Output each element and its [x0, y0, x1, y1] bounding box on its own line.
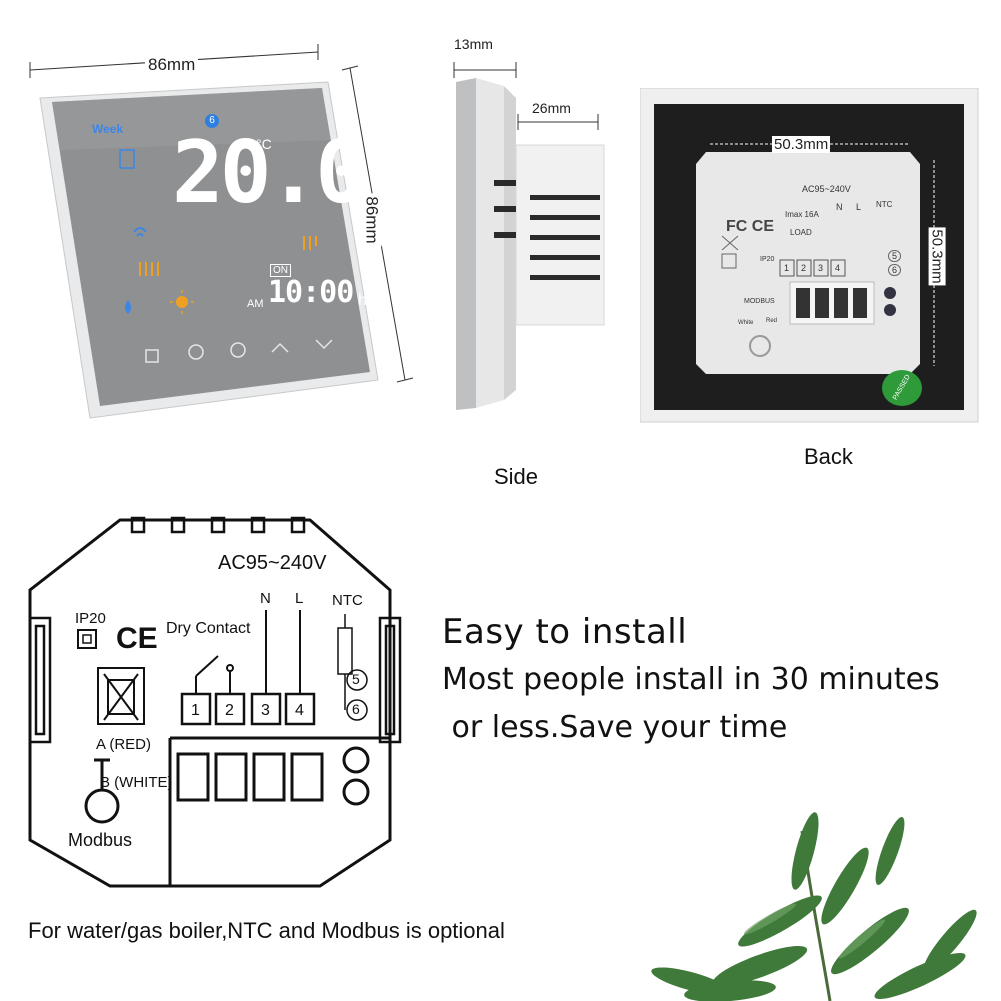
- back-terminal-3: 3: [818, 263, 824, 273]
- wiring-ip-label: IP20: [75, 610, 106, 627]
- back-plate: [639, 87, 979, 423]
- promo-headline: Easy to install: [442, 612, 688, 652]
- wiring-power-label: AC95~240V: [218, 552, 327, 574]
- back-n-label: N: [836, 202, 843, 212]
- dry-contact-label: Dry Contact: [166, 620, 251, 637]
- back-terminal-4: 4: [835, 263, 841, 273]
- back-modbus-red: Red: [766, 318, 778, 324]
- temperature-unit: °C: [256, 136, 272, 152]
- back-load-label: LOAD: [790, 228, 812, 237]
- back-terminal-2: 2: [801, 263, 807, 273]
- optional-note: For water/gas boiler,NTC and Modbus is o…: [28, 918, 505, 943]
- back-terminal-1: 1: [784, 263, 790, 273]
- front-width-label: 86mm: [145, 55, 199, 75]
- back-power-label: AC95~240V: [802, 184, 851, 194]
- ampm-label: AM: [247, 298, 264, 310]
- back-ntc-label: NTC: [876, 200, 893, 209]
- front-view: 86mm 86mm Week 6 20.0 °C ON AM 10:00 h: [0, 0, 420, 440]
- wiring-ntc-terminal-6: 6: [352, 701, 360, 717]
- back-width-label: 50.3mm: [772, 136, 831, 153]
- wiring-ntc-terminal-5: 5: [352, 671, 360, 687]
- wiring-a-label: A (RED): [96, 736, 152, 753]
- back-ntc-terminal-5: 5: [888, 250, 901, 262]
- period-badge: 6: [205, 114, 219, 128]
- wiring-diagram: AC95~240V N L NTC IP20 CE Dry Contact 1 …: [20, 510, 420, 900]
- back-l-label: L: [856, 202, 862, 212]
- wiring-ce-label: CE: [116, 622, 158, 655]
- fc-ce-marks: FC CE: [726, 218, 774, 235]
- side-view: 13mm 26mm Side: [430, 20, 630, 489]
- side-profile: [453, 62, 605, 410]
- wiring-terminal-3: 3: [261, 702, 270, 719]
- temperature-readout: 20.0: [172, 123, 367, 223]
- clock-readout: 10:00: [268, 275, 354, 310]
- promo-line-1: Most people install in 30 minutes: [442, 662, 940, 697]
- clock-unit: h: [358, 292, 367, 309]
- side-depth-back-label: 26mm: [532, 100, 571, 116]
- back-modbus-label: MODBUS: [744, 298, 775, 305]
- on-tag: ON: [270, 264, 291, 277]
- back-ntc-terminal-6: 6: [888, 264, 901, 276]
- wiring-b-label: B (WHITE): [100, 774, 173, 791]
- period-number: 6: [209, 115, 215, 126]
- back-imax-label: Imax 16A: [785, 210, 819, 219]
- side-depth-total-label: 13mm: [454, 36, 493, 52]
- side-caption: Side: [494, 464, 539, 489]
- back-modbus-white: White: [738, 320, 754, 326]
- wiring-outline: [28, 516, 402, 888]
- back-ip-label: IP20: [760, 256, 775, 263]
- wiring-terminal-4: 4: [295, 702, 304, 719]
- front-dimension-lines: [29, 44, 414, 419]
- plant-leaves-image: [651, 812, 977, 1001]
- wiring-terminal-2: 2: [225, 702, 234, 719]
- back-view: 50.3mm 50.3mm AC95~240V Imax 16A LOAD N …: [639, 87, 980, 488]
- front-height-label: 86mm: [361, 193, 382, 247]
- back-height-label: 50.3mm: [928, 227, 946, 286]
- wiring-l-label: L: [295, 590, 304, 607]
- mode-label: Week: [92, 122, 124, 136]
- promo-line-2: or less.Save your time: [442, 710, 788, 745]
- wiring-modbus-label: Modbus: [68, 830, 133, 850]
- wiring-ntc-label: NTC: [332, 592, 363, 609]
- back-caption: Back: [804, 444, 853, 469]
- wiring-n-label: N: [260, 590, 271, 607]
- wiring-terminal-1: 1: [191, 702, 200, 719]
